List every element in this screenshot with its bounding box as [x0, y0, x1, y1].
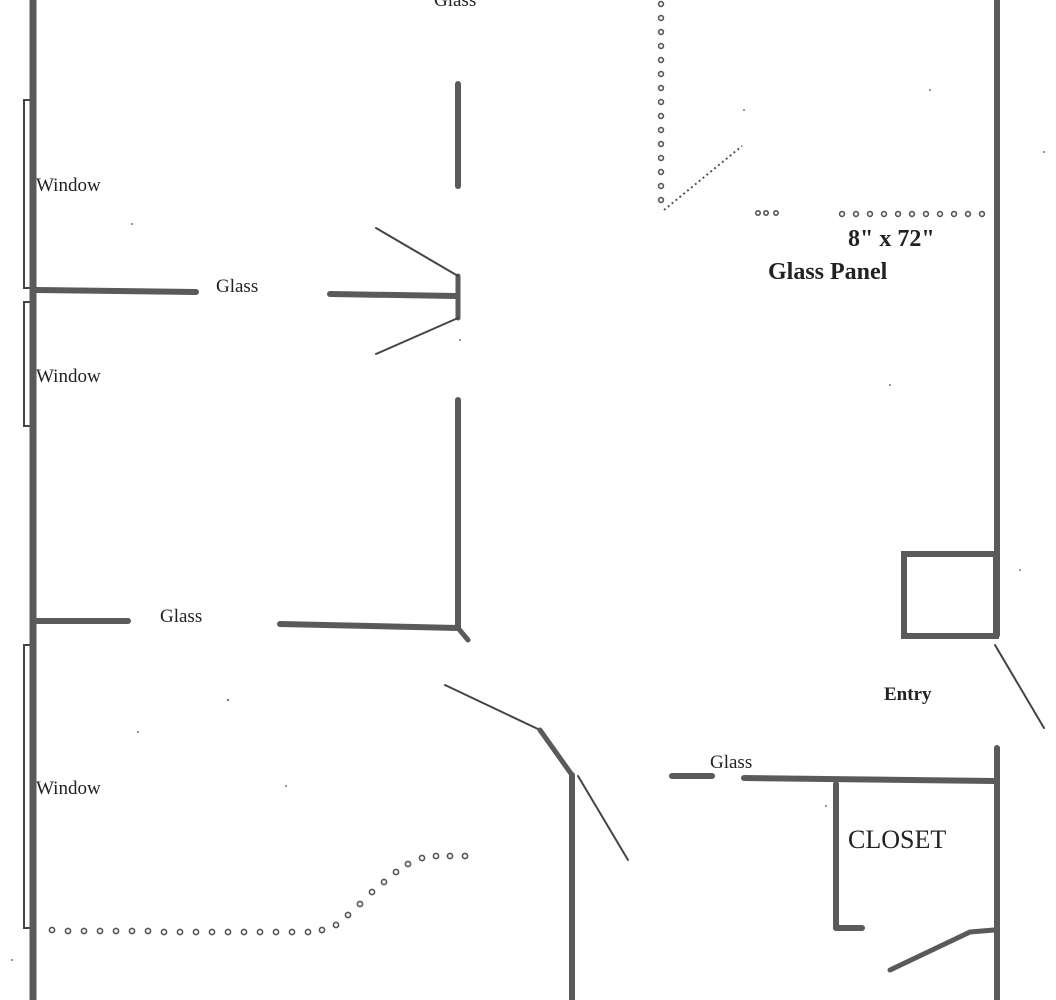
label-glass-panel: Glass Panel [768, 259, 888, 285]
door-swings [375, 227, 1045, 973]
scan-specks [11, 89, 1045, 961]
label-glass-top: Glass [434, 0, 476, 11]
label-panel-size: 8" x 72" [848, 226, 935, 252]
interior-walls [33, 81, 997, 1000]
entry-box [901, 551, 999, 639]
label-glass-2: Glass [160, 606, 202, 627]
label-window-3: Window [36, 778, 101, 799]
window-markers [23, 99, 30, 929]
dotted-path-bottom [48, 852, 469, 936]
glass-panel-outline [657, 0, 986, 218]
label-glass-1: Glass [216, 276, 258, 297]
label-entry: Entry [884, 684, 932, 705]
label-window-2: Window [36, 366, 101, 387]
label-closet: CLOSET [848, 825, 946, 854]
label-glass-entry: Glass [710, 752, 752, 773]
label-window-1: Window [36, 175, 101, 196]
